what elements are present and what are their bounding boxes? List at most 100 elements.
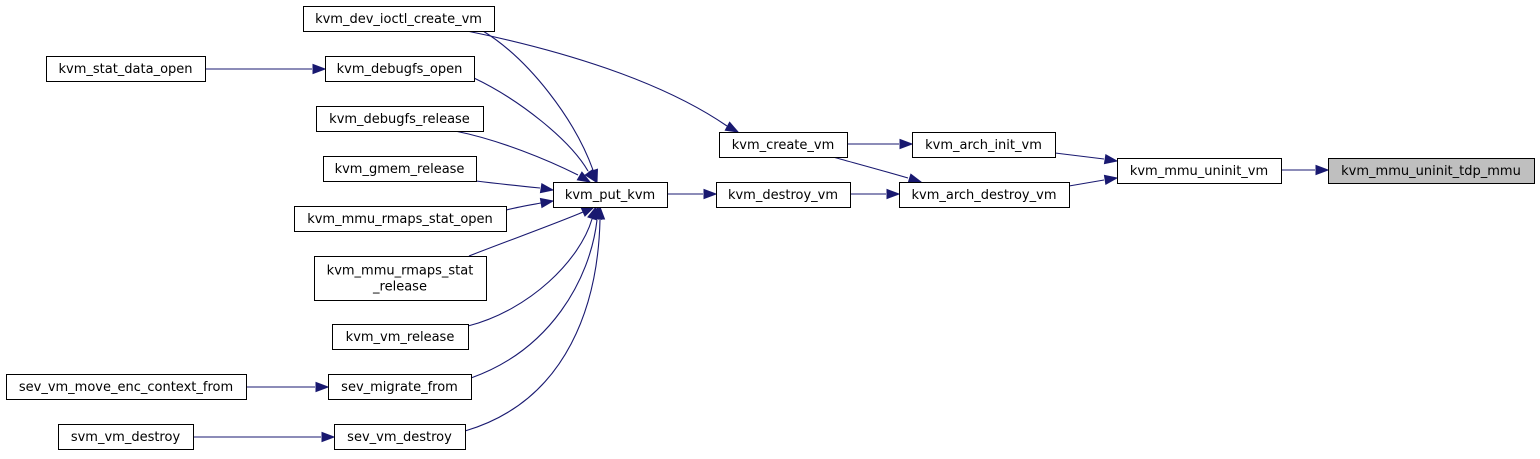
node-put-kvm[interactable]: kvm_put_kvm bbox=[553, 182, 668, 208]
node-label: kvm_create_vm bbox=[732, 138, 835, 153]
node-destroy-vm[interactable]: kvm_destroy_vm bbox=[716, 182, 851, 208]
node-box bbox=[303, 6, 495, 32]
node-debugfs-release[interactable]: kvm_debugfs_release bbox=[316, 106, 484, 132]
arrowhead-icon bbox=[1103, 174, 1119, 186]
node-vm-release[interactable]: kvm_vm_release bbox=[332, 324, 469, 350]
edge-arch_destroy-to-uninit_vm bbox=[1068, 174, 1119, 187]
node-box bbox=[314, 256, 487, 301]
edge-line bbox=[473, 77, 589, 172]
node-label: sev_migrate_from bbox=[341, 380, 458, 395]
arrowhead-icon bbox=[584, 168, 597, 184]
node-label: kvm_mmu_rmaps_stat bbox=[327, 264, 474, 279]
node-box bbox=[899, 182, 1070, 208]
edge-line bbox=[1054, 152, 1105, 160]
node-sev-destroy[interactable]: sev_vm_destroy bbox=[334, 424, 466, 450]
edge-line bbox=[482, 30, 594, 171]
node-label: kvm_debugfs_open bbox=[337, 62, 463, 77]
node-box bbox=[912, 132, 1056, 158]
node-box bbox=[716, 182, 851, 208]
node-box bbox=[6, 374, 247, 400]
edge-line bbox=[467, 218, 593, 327]
node-label: svm_vm_destroy bbox=[71, 430, 181, 445]
edge-dev_ioctl-to-create_vm bbox=[466, 30, 740, 133]
edge-sev_destroy-to-put_kvm bbox=[464, 205, 606, 432]
node-box bbox=[294, 206, 507, 232]
edge-create_vm-to-arch_init bbox=[847, 138, 914, 150]
node-box bbox=[328, 374, 472, 400]
edge-put_kvm-to-destroy_vm bbox=[667, 188, 718, 200]
edges-layer bbox=[193, 30, 1330, 443]
arrowhead-icon bbox=[886, 188, 901, 200]
node-box bbox=[46, 56, 206, 82]
arrowhead-icon bbox=[315, 381, 330, 393]
node-migrate-from[interactable]: sev_migrate_from bbox=[328, 374, 472, 400]
node-label: sev_vm_move_enc_context_from bbox=[19, 380, 233, 395]
node-box bbox=[332, 324, 469, 350]
edge-svm_destroy-to-sev_destroy bbox=[193, 431, 336, 443]
node-box bbox=[323, 156, 477, 182]
edge-uninit_vm-to-root bbox=[1282, 164, 1330, 176]
edge-line bbox=[832, 156, 909, 179]
edge-line bbox=[454, 130, 579, 176]
node-gmem-release[interactable]: kvm_gmem_release bbox=[323, 156, 477, 182]
arrowhead-icon bbox=[321, 431, 336, 443]
node-label: sev_vm_destroy bbox=[347, 430, 452, 445]
node-box bbox=[334, 424, 466, 450]
node-label: kvm_gmem_release bbox=[335, 162, 465, 177]
arrowhead-icon bbox=[899, 138, 914, 150]
node-label: kvm_mmu_rmaps_stat_open bbox=[307, 212, 493, 227]
arrowhead-icon bbox=[539, 197, 555, 209]
node-dev-ioctl[interactable]: kvm_dev_ioctl_create_vm bbox=[303, 6, 495, 32]
node-label: kvm_put_kvm bbox=[565, 188, 655, 203]
node-label: kvm_destroy_vm bbox=[728, 188, 838, 203]
node-label: kvm_stat_data_open bbox=[58, 62, 192, 77]
arrowhead-icon bbox=[1315, 164, 1330, 176]
edge-stat_data_open-to-debugfs_open bbox=[205, 63, 327, 75]
node-move-enc[interactable]: sev_vm_move_enc_context_from bbox=[6, 374, 247, 400]
edge-arch_init-to-uninit_vm bbox=[1054, 152, 1119, 165]
node-uninit-vm[interactable]: kvm_mmu_uninit_vm bbox=[1117, 158, 1282, 184]
node-rmaps-release[interactable]: kvm_mmu_rmaps_stat_release bbox=[314, 256, 487, 301]
node-rmaps-open[interactable]: kvm_mmu_rmaps_stat_open bbox=[294, 206, 507, 232]
edge-create_vm-to-arch_destroy bbox=[832, 156, 923, 184]
arrowhead-icon bbox=[312, 63, 327, 75]
node-label: kvm_mmu_uninit_tdp_mmu bbox=[1341, 164, 1521, 179]
edge-line bbox=[470, 219, 598, 379]
node-label: kvm_debugfs_release bbox=[329, 112, 470, 127]
node-debugfs-open[interactable]: kvm_debugfs_open bbox=[325, 56, 475, 82]
node-create-vm[interactable]: kvm_create_vm bbox=[719, 132, 848, 158]
node-box bbox=[325, 56, 475, 82]
arrowhead-icon bbox=[1103, 153, 1119, 165]
node-label: kvm_dev_ioctl_create_vm bbox=[315, 12, 482, 27]
edge-line bbox=[505, 202, 542, 211]
node-stat-data-open[interactable]: kvm_stat_data_open bbox=[46, 56, 206, 82]
node-box bbox=[1328, 158, 1535, 184]
node-box bbox=[719, 132, 848, 158]
arrowhead-icon bbox=[907, 173, 923, 184]
edge-line bbox=[466, 30, 728, 127]
edge-destroy_vm-to-arch_destroy bbox=[850, 188, 901, 200]
node-arch-init[interactable]: kvm_arch_init_vm bbox=[912, 132, 1056, 158]
arrowhead-icon bbox=[539, 182, 555, 194]
node-box bbox=[58, 424, 194, 450]
node-label: kvm_arch_init_vm bbox=[925, 138, 1042, 153]
node-svm-destroy[interactable]: svm_vm_destroy bbox=[58, 424, 194, 450]
node-box bbox=[1117, 158, 1282, 184]
edge-line bbox=[468, 211, 584, 257]
node-label: kvm_vm_release bbox=[346, 330, 455, 345]
node-label: kvm_mmu_uninit_vm bbox=[1130, 164, 1268, 179]
arrowhead-icon bbox=[594, 205, 606, 220]
node-label: kvm_arch_destroy_vm bbox=[912, 188, 1057, 203]
edge-debugfs_release-to-put_kvm bbox=[454, 130, 592, 183]
node-box bbox=[553, 182, 668, 208]
edge-move_enc-to-migrate_from bbox=[246, 381, 330, 393]
node-arch-destroy[interactable]: kvm_arch_destroy_vm bbox=[899, 182, 1070, 208]
arrowhead-icon bbox=[724, 121, 740, 133]
node-root[interactable]: kvm_mmu_uninit_tdp_mmu bbox=[1328, 158, 1535, 184]
edge-line bbox=[464, 219, 601, 432]
nodes-layer: kvm_mmu_uninit_tdp_mmukvm_mmu_uninit_vmk… bbox=[6, 6, 1535, 450]
edge-line bbox=[1068, 179, 1105, 187]
arrowhead-icon bbox=[703, 188, 718, 200]
node-label: _release bbox=[372, 280, 427, 295]
